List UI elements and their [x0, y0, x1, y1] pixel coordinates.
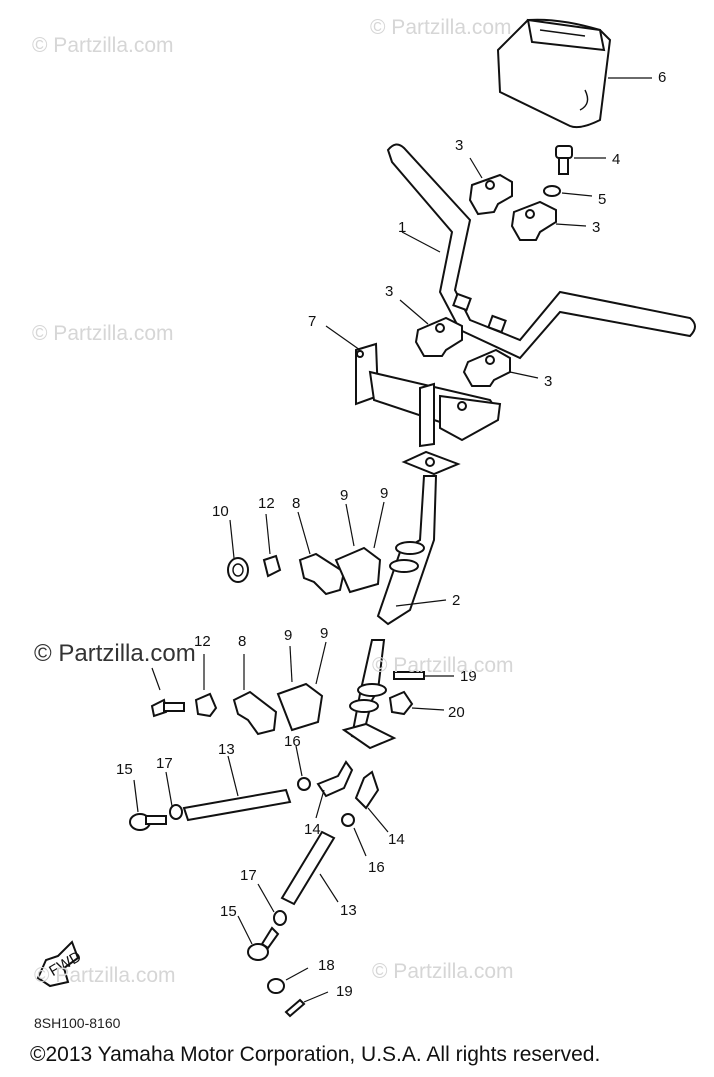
callout-4: 4: [612, 151, 620, 168]
diagram-code: 8SH100-8160: [34, 1015, 121, 1031]
callout-3c: 3: [385, 283, 393, 300]
handlebar-holder-lower-right: [462, 348, 539, 387]
handlebar-pad: [496, 18, 652, 129]
callout-12a: 12: [258, 495, 275, 512]
callout-3b: 3: [592, 219, 600, 236]
watermark: © Partzilla.com: [32, 34, 174, 57]
handlebar: [386, 143, 696, 360]
callout-12b: 12: [194, 633, 211, 650]
callout-15b: 15: [220, 903, 237, 920]
bolt-19-lower: [284, 991, 329, 1018]
callout-3d: 3: [544, 373, 552, 390]
callout-8a: 8: [292, 495, 300, 512]
column-bracket: [325, 325, 502, 448]
collar-upper: [227, 519, 249, 583]
callout-9c: 9: [284, 627, 292, 644]
callout-9d: 9: [320, 625, 328, 642]
handlebar-holder-lower-left: [399, 299, 463, 357]
callout-15a: 15: [116, 761, 133, 778]
callout-17b: 17: [240, 867, 257, 884]
callout-1: 1: [398, 219, 406, 236]
steering-column-lower: [341, 639, 397, 750]
callout-numbers: 1 2 3 3 3 3 4 5 6 7 8 8 9 9 9 9 10 12 12…: [116, 69, 666, 1000]
callout-19a: 19: [460, 668, 477, 685]
callout-14a: 14: [304, 821, 321, 838]
callout-19b: 19: [336, 983, 353, 1000]
callout-13b: 13: [340, 902, 357, 919]
ball-joint-14-left: [315, 760, 354, 819]
washer: [543, 185, 593, 197]
bolt: [555, 145, 606, 175]
ball-joint-14-right: [354, 770, 389, 833]
callout-2: 2: [452, 592, 460, 609]
callout-3a: 3: [455, 137, 463, 154]
watermark: © Partzilla.com: [32, 322, 174, 345]
nut-20: [388, 690, 445, 716]
callout-6: 6: [658, 69, 666, 86]
callout-16a: 16: [284, 733, 301, 750]
watermark: © Partzilla.com: [370, 16, 512, 39]
callout-13a: 13: [218, 741, 235, 758]
nut-upper: [262, 513, 282, 578]
nut-18: [267, 967, 309, 994]
callout-17a: 17: [156, 755, 173, 772]
steering-column-upper: [376, 450, 461, 626]
copyright-notice: ©2013 Yamaha Motor Corporation, U.S.A. A…: [30, 1043, 601, 1066]
handlebar-holder-upper-right: [510, 200, 587, 241]
tie-rod-lower: [280, 830, 339, 906]
bushing-holder-lower: [232, 641, 327, 736]
callout-16b: 16: [368, 859, 385, 876]
bolt-lower: [150, 667, 185, 718]
bushing-holder-upper: [297, 501, 385, 596]
watermark: © Partzilla.com: [372, 960, 514, 983]
callout-20: 20: [448, 704, 465, 721]
callout-14b: 14: [388, 831, 405, 848]
callout-5: 5: [598, 191, 606, 208]
callout-7: 7: [308, 313, 316, 330]
locknut-17: [165, 771, 287, 926]
watermark: © Partzilla.com: [34, 964, 176, 987]
callout-8b: 8: [238, 633, 246, 650]
rod-end-15-upper: [129, 779, 167, 831]
locknut-16: [295, 745, 367, 857]
callout-9b: 9: [380, 485, 388, 502]
callout-9a: 9: [340, 487, 348, 504]
rod-end-15-lower: [237, 915, 280, 961]
handlebar-holder-upper-left: [468, 157, 513, 216]
nut-lower: [194, 654, 218, 718]
callout-18: 18: [318, 957, 335, 974]
tie-rod-upper: [182, 755, 292, 822]
watermark: © Partzilla.com: [372, 654, 514, 677]
callout-10: 10: [212, 503, 229, 520]
bolt-19-upper: [393, 671, 454, 680]
watermark: © Partzilla.com: [34, 640, 196, 667]
